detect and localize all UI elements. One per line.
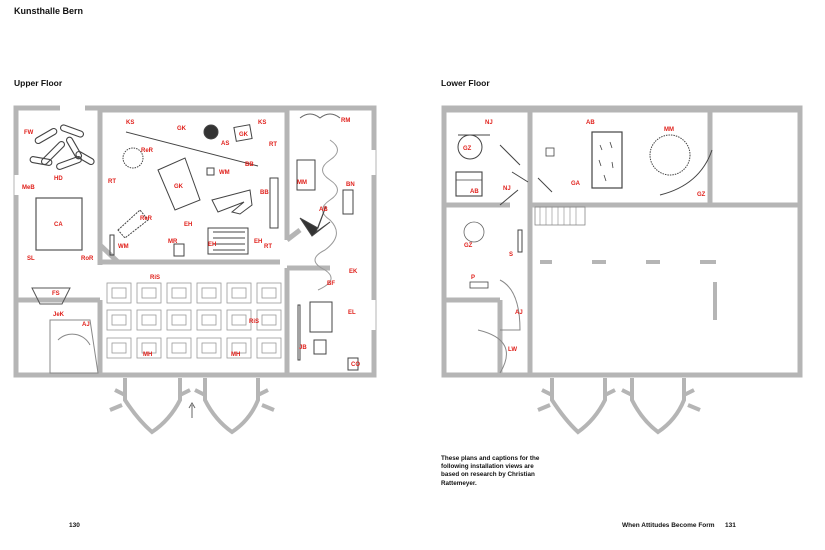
label-mh-2: MH	[231, 352, 240, 358]
label-jek: JeK	[53, 312, 65, 318]
label-mm-lower: MM	[664, 127, 674, 133]
lower-floor-title: Lower Floor	[441, 78, 490, 88]
running-title: When Attitudes Become Form	[622, 522, 715, 529]
label-ris-2: RiS	[249, 319, 259, 325]
label-gz-3: GZ	[464, 243, 473, 249]
label-aj-lower: AJ	[515, 310, 523, 316]
label-rt-3: RT	[264, 244, 272, 250]
lower-floor-labels: NJ AB MM GZ AB NJ GA GZ GZ S P AJ LW	[463, 120, 706, 353]
label-ga: GA	[571, 181, 581, 187]
label-ris: RiS	[150, 275, 160, 281]
label-rt-2: RT	[108, 179, 116, 185]
label-eh-3: EH	[254, 239, 262, 245]
label-bb-2: BB	[260, 190, 269, 196]
label-ek: EK	[349, 269, 358, 275]
label-bf: BF	[327, 281, 335, 287]
label-nj-2: NJ	[503, 186, 511, 192]
upper-floor-plan	[13, 104, 377, 435]
label-eh: EH	[184, 222, 192, 228]
label-mh: MH	[143, 352, 152, 358]
label-wm: WM	[219, 170, 230, 176]
label-lw: LW	[508, 347, 517, 353]
label-ks-2: KS	[258, 120, 266, 126]
label-ror: RoR	[81, 256, 94, 262]
label-ks: KS	[126, 120, 134, 126]
lower-floor-plan	[441, 105, 803, 435]
label-wm-2: WM	[118, 244, 129, 250]
label-ca: CA	[54, 222, 63, 228]
label-rt: RT	[269, 142, 277, 148]
label-gz-2: GZ	[697, 192, 706, 198]
label-ab: AB	[319, 207, 328, 213]
page-number-left: 130	[69, 522, 80, 529]
label-co: CO	[351, 362, 360, 368]
label-nj: NJ	[485, 120, 493, 126]
label-el: EL	[348, 310, 356, 316]
label-rer-2: ReR	[140, 216, 153, 222]
label-aj: AJ	[82, 322, 90, 328]
label-as: AS	[221, 141, 229, 147]
label-hd: HD	[54, 176, 63, 182]
label-mm: MM	[297, 180, 307, 186]
label-gk-3: GK	[174, 184, 184, 190]
upper-floor-title: Upper Floor	[14, 78, 63, 88]
label-rm: RM	[341, 118, 350, 124]
label-mr: MR	[168, 239, 178, 245]
label-s: S	[509, 252, 513, 258]
label-gk: GK	[177, 126, 187, 132]
label-bb: BB	[245, 162, 254, 168]
label-fw: FW	[24, 130, 34, 136]
label-p: P	[471, 275, 475, 281]
page-number-right: 131	[725, 522, 736, 529]
label-jb: JB	[299, 345, 307, 351]
label-gz: GZ	[463, 146, 472, 152]
label-eh-2: EH	[208, 242, 216, 248]
label-ab-lower: AB	[586, 120, 595, 126]
label-sl: SL	[27, 256, 35, 262]
label-meb: MeB	[22, 185, 35, 191]
label-bn: BN	[346, 182, 355, 188]
label-gk-2: GK	[239, 132, 249, 138]
page-header: Kunsthalle Bern	[14, 6, 84, 16]
plan-caption: These plans and captions for the followi…	[441, 455, 540, 487]
label-rer: ReR	[141, 148, 154, 154]
label-fs: FS	[52, 291, 60, 297]
label-ab-lower-2: AB	[470, 189, 479, 195]
upper-floor-labels: FW KS GK GK KS RM AS ReR BB RT MeB HD RT…	[22, 118, 360, 368]
